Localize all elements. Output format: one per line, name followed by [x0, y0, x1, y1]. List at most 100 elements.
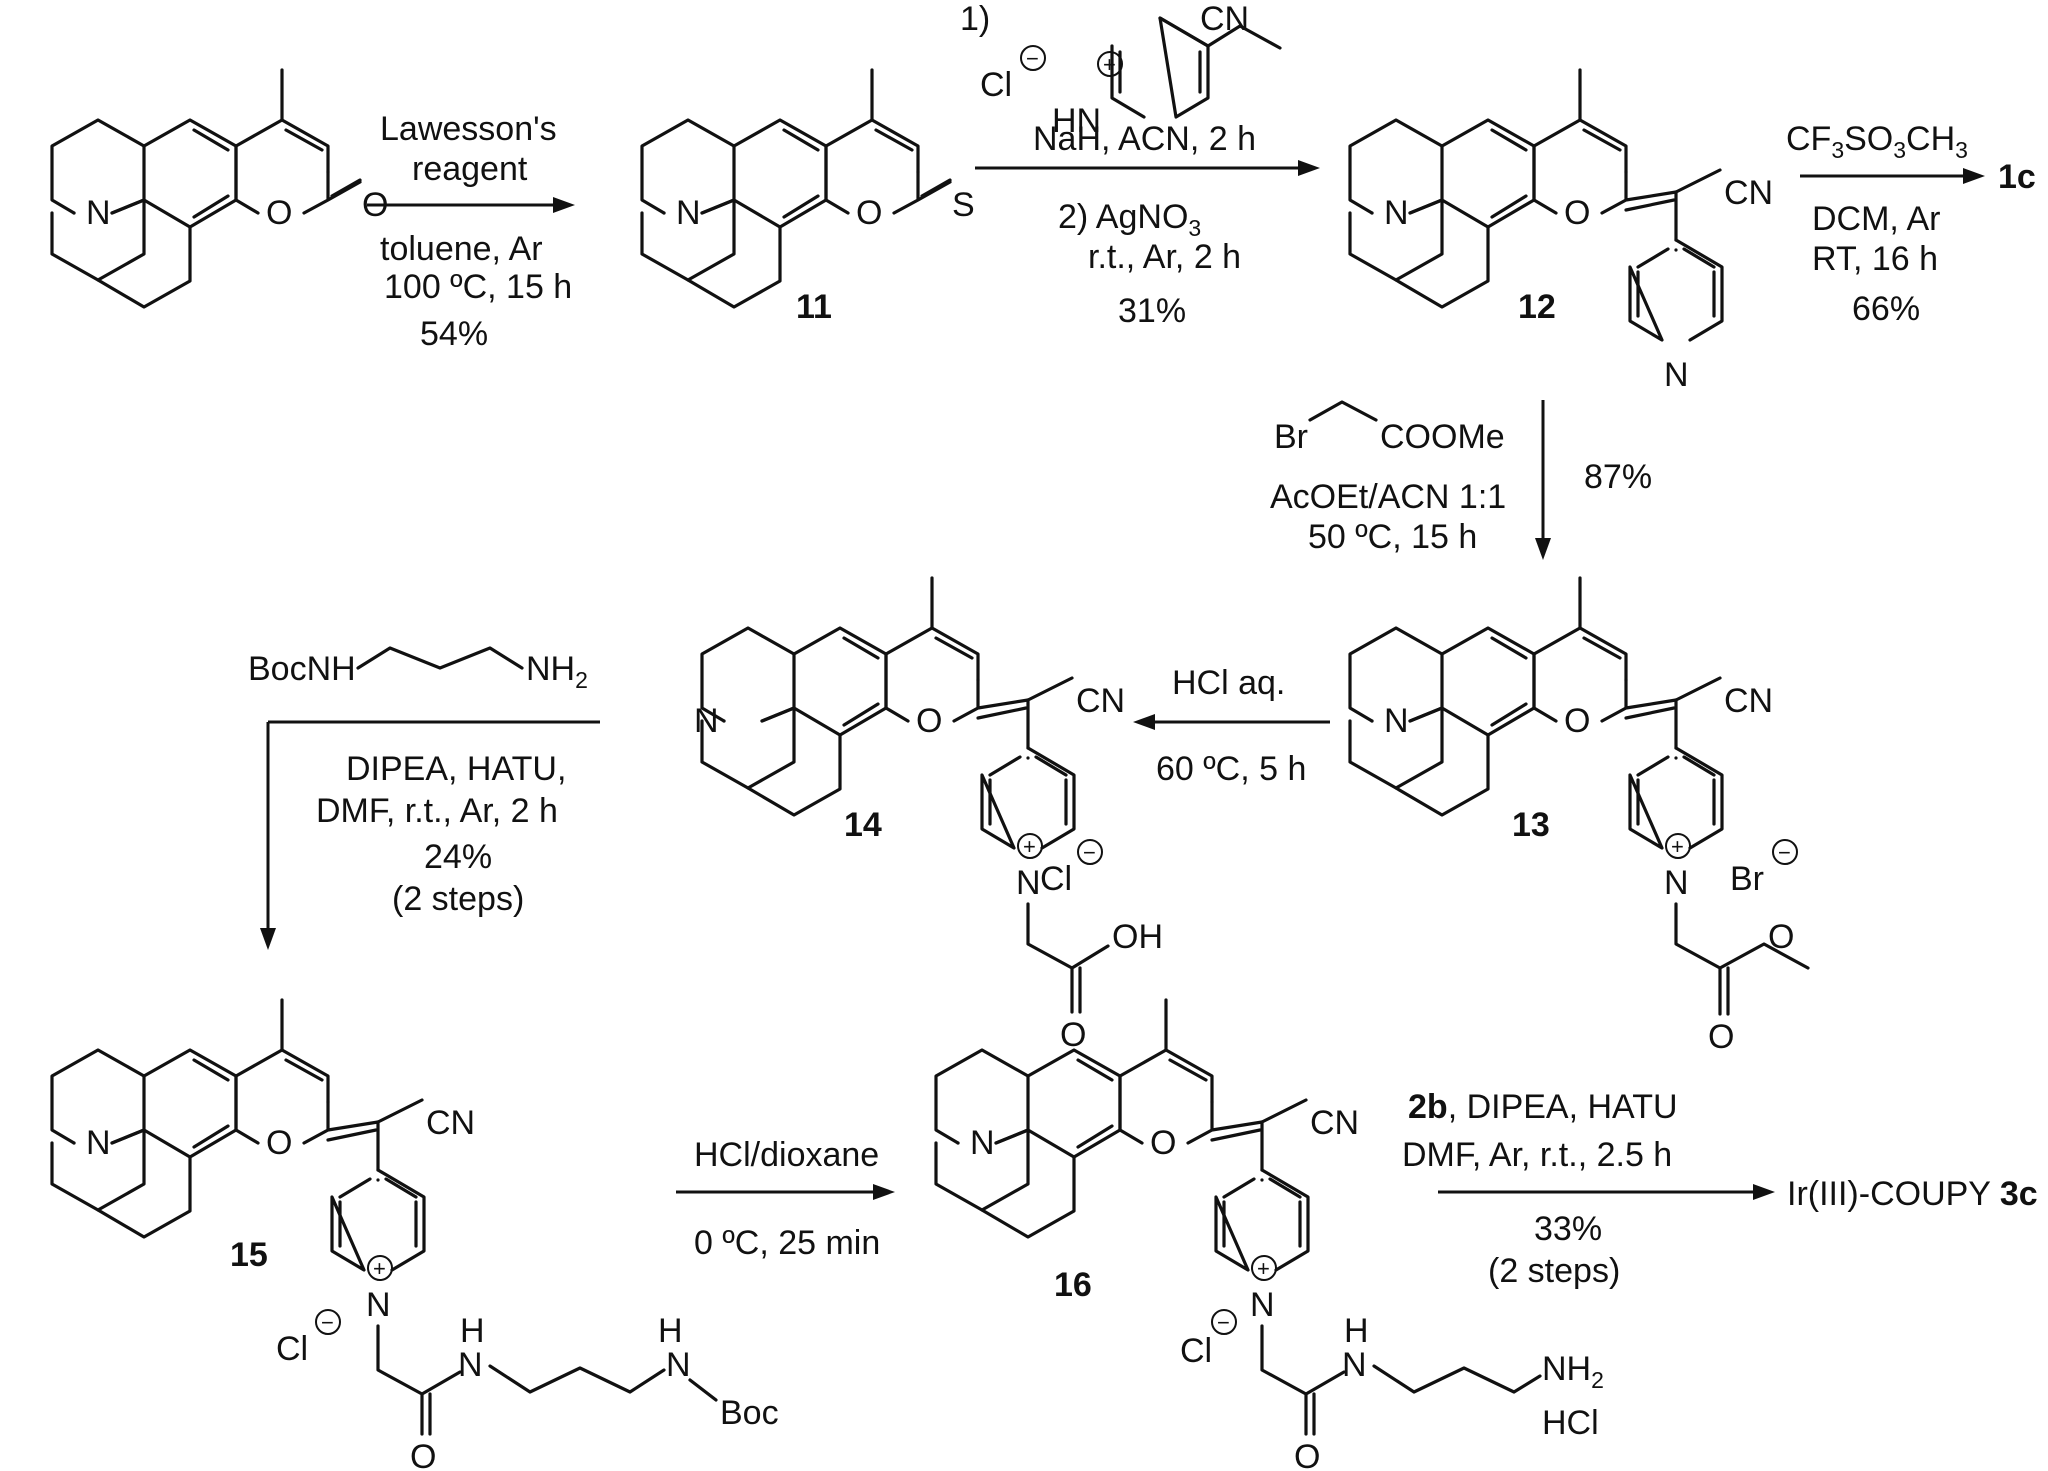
step7-conditions: 0 ºC, 25 min	[694, 1224, 880, 1262]
atom-n-carbamate: N	[666, 1346, 691, 1384]
atom-n-pyridinium: N	[1664, 864, 1689, 902]
svg-text:−: −	[1083, 840, 1096, 865]
atom-n: N	[86, 194, 111, 232]
starting-coumarin: O O N	[50, 68, 388, 309]
compound-13: CN O N N + O O Br − 13	[1348, 576, 1810, 1056]
atom-o: O	[1564, 702, 1590, 740]
atom-br: Br	[1274, 418, 1308, 456]
label-13: 13	[1512, 806, 1550, 844]
atom-n: N	[1384, 194, 1409, 232]
atom-n-pyridinium: N	[366, 1286, 391, 1324]
svg-text:+: +	[1671, 834, 1684, 859]
step7-reagent: HCl/dioxane	[694, 1136, 879, 1174]
atom-hcl: HCl	[1542, 1404, 1599, 1442]
step5-conditions: 60 ºC, 5 h	[1156, 750, 1306, 788]
atom-n: N	[86, 1124, 111, 1162]
atom-n-pyridinium: N	[1016, 864, 1041, 902]
step3-solvent: DCM, Ar	[1812, 200, 1940, 238]
atom-cn: CN	[1724, 682, 1773, 720]
step8-steps: (2 steps)	[1488, 1252, 1620, 1290]
step4-arrow: Br COOMe 87% AcOEt/ACN 1:1 50 ºC, 15 h	[1270, 400, 1652, 560]
atom-hn: HN	[1052, 102, 1101, 140]
step3-conditions: RT, 16 h	[1812, 240, 1938, 278]
svg-text:−: −	[1217, 1310, 1230, 1335]
step2-yield: 31%	[1118, 292, 1186, 330]
step1-conditions: 100 ºC, 15 h	[384, 268, 572, 306]
svg-text:+: +	[1103, 52, 1116, 77]
atom-n: N	[1384, 702, 1409, 740]
atom-n: N	[694, 702, 719, 740]
atom-cn: CN	[426, 1104, 475, 1142]
atom-h-carbamate: H	[658, 1312, 683, 1350]
atom-o-ester: O	[1768, 918, 1794, 956]
step3-yield: 66%	[1852, 290, 1920, 328]
atom-boc: Boc	[720, 1394, 779, 1432]
atom-h-amide: H	[460, 1312, 485, 1350]
step6-conditions: DMF, r.t., Ar, 2 h	[316, 792, 558, 830]
atom-n-amide: N	[458, 1346, 483, 1384]
step6-steps: (2 steps)	[392, 880, 524, 918]
step1-reagent: Lawesson's	[380, 110, 557, 148]
step4-yield: 87%	[1584, 458, 1652, 496]
step2-silver: 2) AgNO3	[1058, 198, 1201, 241]
svg-text:−: −	[1026, 46, 1039, 71]
step1-solvent: toluene, Ar	[380, 230, 543, 268]
step8-yield: 33%	[1534, 1210, 1602, 1248]
step6-arrow: BocNH NH2 DIPEA, HATU, DMF, r.t., Ar, 2 …	[248, 646, 600, 950]
step3-arrow: CF3SO3CH3 DCM, Ar RT, 16 h 66% 1c	[1786, 120, 2036, 328]
atom-cn: CN	[1310, 1104, 1359, 1142]
label-16: 16	[1054, 1266, 1092, 1304]
atom-nh2: NH2	[526, 650, 588, 693]
label-14: 14	[844, 806, 882, 844]
atom-cl: Cl	[1180, 1332, 1212, 1370]
step1-yield: 54%	[420, 315, 488, 353]
step4-solvent: AcOEt/ACN 1:1	[1270, 478, 1506, 516]
atom-o: O	[856, 194, 882, 232]
compound-11: O S N 11	[640, 68, 975, 326]
atom-s: S	[952, 186, 975, 224]
step8-arrow: 2b, DIPEA, HATU DMF, Ar, r.t., 2.5 h 33%…	[1402, 1088, 2038, 1290]
atom-cl: Cl	[276, 1330, 308, 1368]
step6-reagent: DIPEA, HATU,	[346, 750, 566, 788]
atom-n-amide: N	[1342, 1346, 1367, 1384]
step5-arrow: HCl aq. 60 ºC, 5 h	[1133, 664, 1330, 788]
compound-12: CN O N N 12	[1348, 68, 1773, 394]
atom-nh2: NH2	[1542, 1350, 1604, 1393]
atom-coome: COOMe	[1380, 418, 1505, 456]
step5-reagent: HCl aq.	[1172, 664, 1285, 702]
compound-15: CN O N N + Cl − O N H N H Boc 15	[50, 998, 779, 1471]
atom-o-amide: O	[410, 1438, 436, 1471]
svg-text:+: +	[1023, 834, 1036, 859]
atom-o-ring: O	[266, 194, 292, 232]
atom-n: N	[970, 1124, 995, 1162]
svg-text:−: −	[321, 1310, 334, 1335]
compound-16: CN O N N + Cl − O N H NH2 HCl 16	[934, 998, 1604, 1471]
atom-o-carbonyl: O	[1060, 1016, 1086, 1054]
step8-reagent: 2b, DIPEA, HATU	[1408, 1088, 1678, 1126]
atom-o: O	[916, 702, 942, 740]
atom-n-pyridinium: N	[1250, 1286, 1275, 1324]
atom-h-amide: H	[1344, 1312, 1369, 1350]
label-12: 12	[1518, 288, 1556, 326]
svg-text:+: +	[373, 1256, 386, 1281]
product-3c: Ir(III)-COUPY 3c	[1787, 1175, 2038, 1213]
atom-br: Br	[1730, 860, 1764, 898]
atom-cl: Cl	[980, 66, 1012, 104]
atom-o: O	[266, 1124, 292, 1162]
step2-conditions-2: r.t., Ar, 2 h	[1088, 238, 1241, 276]
atom-cn: CN	[1724, 174, 1773, 212]
step8-conditions: DMF, Ar, r.t., 2.5 h	[1402, 1136, 1672, 1174]
step4-conditions: 50 ºC, 15 h	[1308, 518, 1477, 556]
step1-reagent-2: reagent	[412, 150, 528, 188]
atom-o: O	[1150, 1124, 1176, 1162]
atom-bocnh: BocNH	[248, 650, 356, 688]
step6-yield: 24%	[424, 838, 492, 876]
atom-o: O	[1564, 194, 1590, 232]
atom-cn: CN	[1076, 682, 1125, 720]
atom-n: N	[676, 194, 701, 232]
atom-o-carbonyl: O	[1708, 1018, 1734, 1056]
atom-cl: Cl	[1040, 860, 1072, 898]
step2-arrow: 1) CN HN + Cl − NaH, ACN, 2 h 2) AgNO3 r…	[960, 0, 1320, 330]
label-11: 11	[796, 288, 832, 326]
